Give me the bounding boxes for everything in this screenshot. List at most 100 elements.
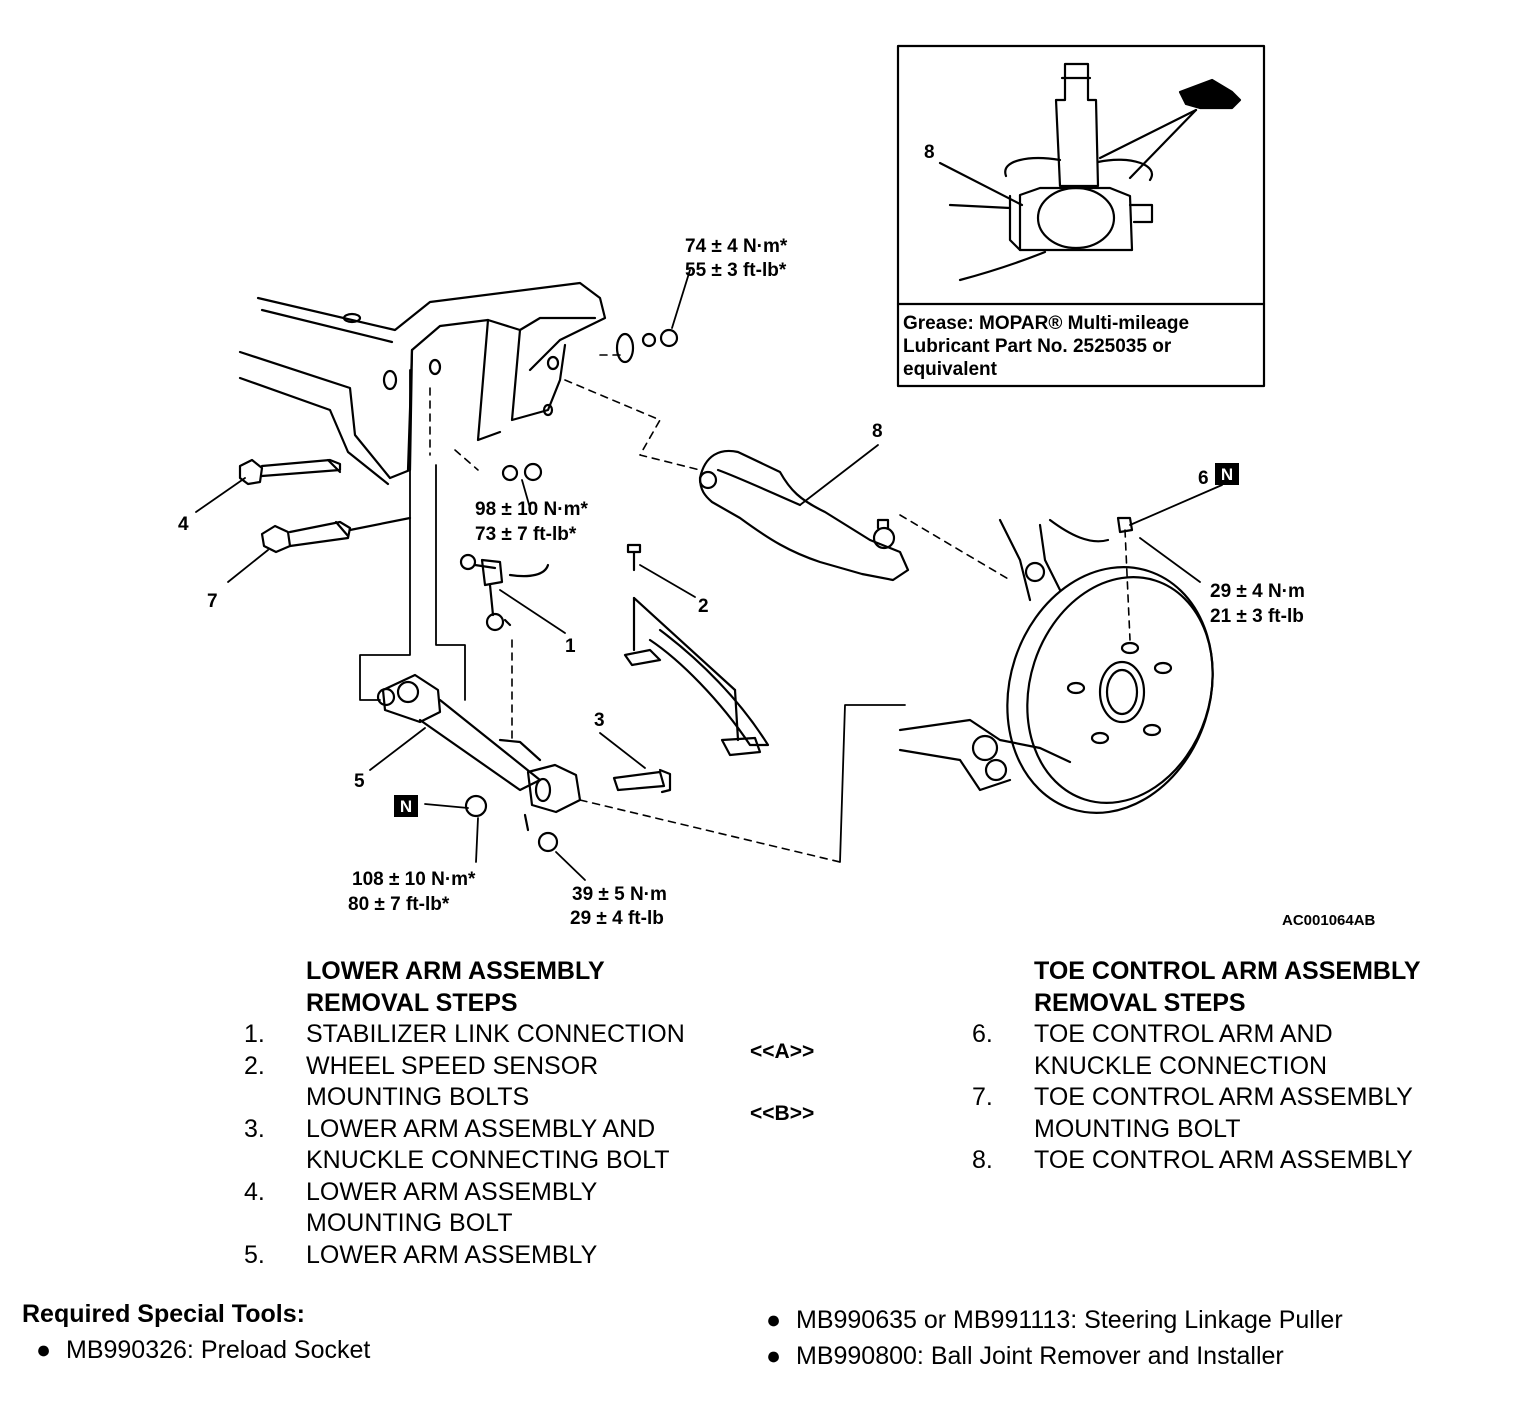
- step-number: 8.: [972, 1146, 993, 1174]
- lower-arm-heading: LOWER ARM ASSEMBLY: [306, 957, 605, 985]
- step-text: MOUNTING BOLT: [306, 1209, 513, 1237]
- step-number: [972, 1051, 1034, 1083]
- bolt-7: [260, 516, 412, 554]
- step-number: [972, 1114, 1034, 1146]
- step-number: 7.: [972, 1083, 993, 1111]
- step-row: 2. WHEEL SPEED SENSOR: [244, 1051, 744, 1083]
- brake-hub: [898, 518, 1214, 814]
- lower-arm-removal-steps: LOWER ARM ASSEMBLY REMOVAL STEPS 1. STABI…: [244, 956, 744, 1271]
- step-row: KNUCKLE CONNECTING BOLT: [244, 1145, 744, 1177]
- step-text: TOE CONTROL ARM ASSEMBLY: [1034, 1146, 1413, 1174]
- tool-text: MB990326: Preload Socket: [66, 1336, 371, 1364]
- step-number: 1.: [244, 1020, 265, 1048]
- step-number: 2.: [244, 1051, 265, 1080]
- part-label-5: 5: [354, 771, 365, 792]
- reference-mark-b: <<B>>: [750, 1102, 815, 1125]
- special-tools-title: Required Special Tools:: [22, 1300, 305, 1328]
- nut-lower-center: [537, 831, 559, 853]
- torque-top-nm: 74 ± 4 N·m*: [685, 236, 788, 257]
- torque-right-nm: 29 ± 4 N·m: [1210, 581, 1305, 602]
- part-label-8-inset: 8: [924, 142, 935, 163]
- reference-mark-a: <<A>>: [750, 1040, 815, 1063]
- step-text: WHEEL SPEED SENSOR: [306, 1051, 599, 1080]
- mount-line-left: [359, 369, 411, 701]
- step-row: 5. LOWER ARM ASSEMBLY: [244, 1240, 744, 1272]
- nut-N-lower: [464, 794, 488, 818]
- nut-6: [1116, 516, 1134, 534]
- step-text: LOWER ARM ASSEMBLY: [306, 1177, 598, 1206]
- part-label-6: 6: [1198, 468, 1209, 489]
- torque-right-ftlb: 21 ± 3 ft-lb: [1210, 606, 1304, 627]
- step-text: KNUCKLE CONNECTING BOLT: [306, 1146, 670, 1174]
- part-label-1: 1: [565, 636, 576, 657]
- step-text: KNUCKLE CONNECTION: [1034, 1051, 1328, 1080]
- step-row: 1. STABILIZER LINK CONNECTION: [244, 1019, 744, 1051]
- mount-line-right: [435, 464, 466, 701]
- bolt-3: [612, 768, 672, 794]
- new-part-marker-6: N: [1215, 463, 1239, 485]
- lower-arm: [376, 673, 582, 832]
- tool-text: MB990800: Ball Joint Remover and Install…: [796, 1342, 1284, 1370]
- callout-leaders: [195, 269, 1223, 881]
- part-label-7: 7: [207, 591, 218, 612]
- step-text: TOE CONTROL ARM AND: [1034, 1020, 1333, 1048]
- toe-arm-heading: TOE CONTROL ARM ASSEMBLY: [1034, 957, 1421, 985]
- step-row: KNUCKLE CONNECTION: [972, 1051, 1492, 1083]
- torque-mid-nm: 98 ± 10 N·m*: [475, 499, 588, 520]
- step-row: 4. LOWER ARM ASSEMBLY: [244, 1177, 744, 1209]
- figure-code: AC001064AB: [1282, 912, 1376, 929]
- knuckle-line: [839, 704, 906, 863]
- toe-control-arm: [698, 449, 910, 582]
- step-row: MOUNTING BOLT: [972, 1114, 1492, 1146]
- tool-item: ● MB990326: Preload Socket: [36, 1336, 370, 1365]
- step-number: [244, 1082, 306, 1114]
- part-label-3: 3: [594, 710, 605, 731]
- tool-text: MB990635 or MB991113: Steering Linkage P…: [796, 1306, 1343, 1334]
- step-text: LOWER ARM ASSEMBLY AND: [306, 1114, 656, 1143]
- bolt-4: [238, 458, 342, 486]
- tool-item: ● MB990800: Ball Joint Remover and Instal…: [766, 1342, 1284, 1371]
- torque-bottom-center-ftlb: 29 ± 4 ft-lb: [570, 908, 664, 929]
- torque-bottom-center-nm: 39 ± 5 N·m: [572, 884, 667, 905]
- step-row: MOUNTING BOLTS: [244, 1082, 744, 1114]
- step-number: 6.: [972, 1020, 993, 1048]
- part-label-2: 2: [698, 596, 709, 617]
- grease-note-line-3: equivalent: [903, 359, 997, 380]
- torque-bottom-left-ftlb: 80 ± 7 ft-lb*: [348, 894, 450, 915]
- bullet-icon: ●: [766, 1342, 782, 1370]
- step-number: 3.: [244, 1114, 265, 1143]
- lower-arm-subheading: REMOVAL STEPS: [306, 988, 518, 1017]
- crossmember: [238, 281, 607, 486]
- stabilizer-link: [459, 553, 550, 632]
- washer-top: [615, 332, 635, 364]
- bullet-icon: ●: [766, 1306, 782, 1334]
- torque-top-ftlb: 55 ± 3 ft-lb*: [685, 260, 787, 281]
- grease-note: Grease: MOPAR® Multi-mileage Lubricant P…: [903, 312, 1263, 381]
- tool-item: ● MB990635 or MB991113: Steering Linkage …: [766, 1306, 1343, 1335]
- nut-top-2: [659, 328, 679, 348]
- grease-note-line-1: Grease: MOPAR® Multi-mileage: [903, 313, 1190, 334]
- step-text: MOUNTING BOLTS: [306, 1083, 530, 1111]
- step-text: MOUNTING BOLT: [1034, 1114, 1241, 1143]
- step-text: TOE CONTROL ARM ASSEMBLY: [1034, 1083, 1413, 1111]
- step-row: 8. TOE CONTROL ARM ASSEMBLY: [972, 1145, 1492, 1177]
- toe-arm-removal-steps: TOE CONTROL ARM ASSEMBLY REMOVAL STEPS 6…: [972, 956, 1492, 1177]
- svg-text:N: N: [400, 797, 412, 816]
- bullet-icon: ●: [36, 1336, 52, 1364]
- step-row: 3. LOWER ARM ASSEMBLY AND: [244, 1114, 744, 1146]
- step-row: 7. TOE CONTROL ARM ASSEMBLY: [972, 1082, 1492, 1114]
- step-text: STABILIZER LINK CONNECTION: [306, 1020, 685, 1048]
- suspension-exploded-diagram: N N 4 7 1 2 3 5 6 8 8 74 ± 4 N·m* 55 ± 3…: [178, 44, 1376, 929]
- step-text: LOWER ARM ASSEMBLY: [306, 1240, 598, 1269]
- nut-top-1: [641, 332, 657, 348]
- part-label-8: 8: [872, 421, 883, 442]
- alignment-lines: [429, 354, 1131, 863]
- new-part-marker-lower: N: [394, 795, 418, 817]
- step-number: 5.: [244, 1240, 265, 1269]
- step-number: 4.: [244, 1177, 265, 1206]
- step-row: MOUNTING BOLT: [244, 1208, 744, 1240]
- grease-note-line-2: Lubricant Part No. 2525035 or: [903, 336, 1172, 357]
- grease-inset: [896, 44, 1266, 388]
- step-number: [244, 1145, 306, 1177]
- svg-text:N: N: [1221, 465, 1233, 484]
